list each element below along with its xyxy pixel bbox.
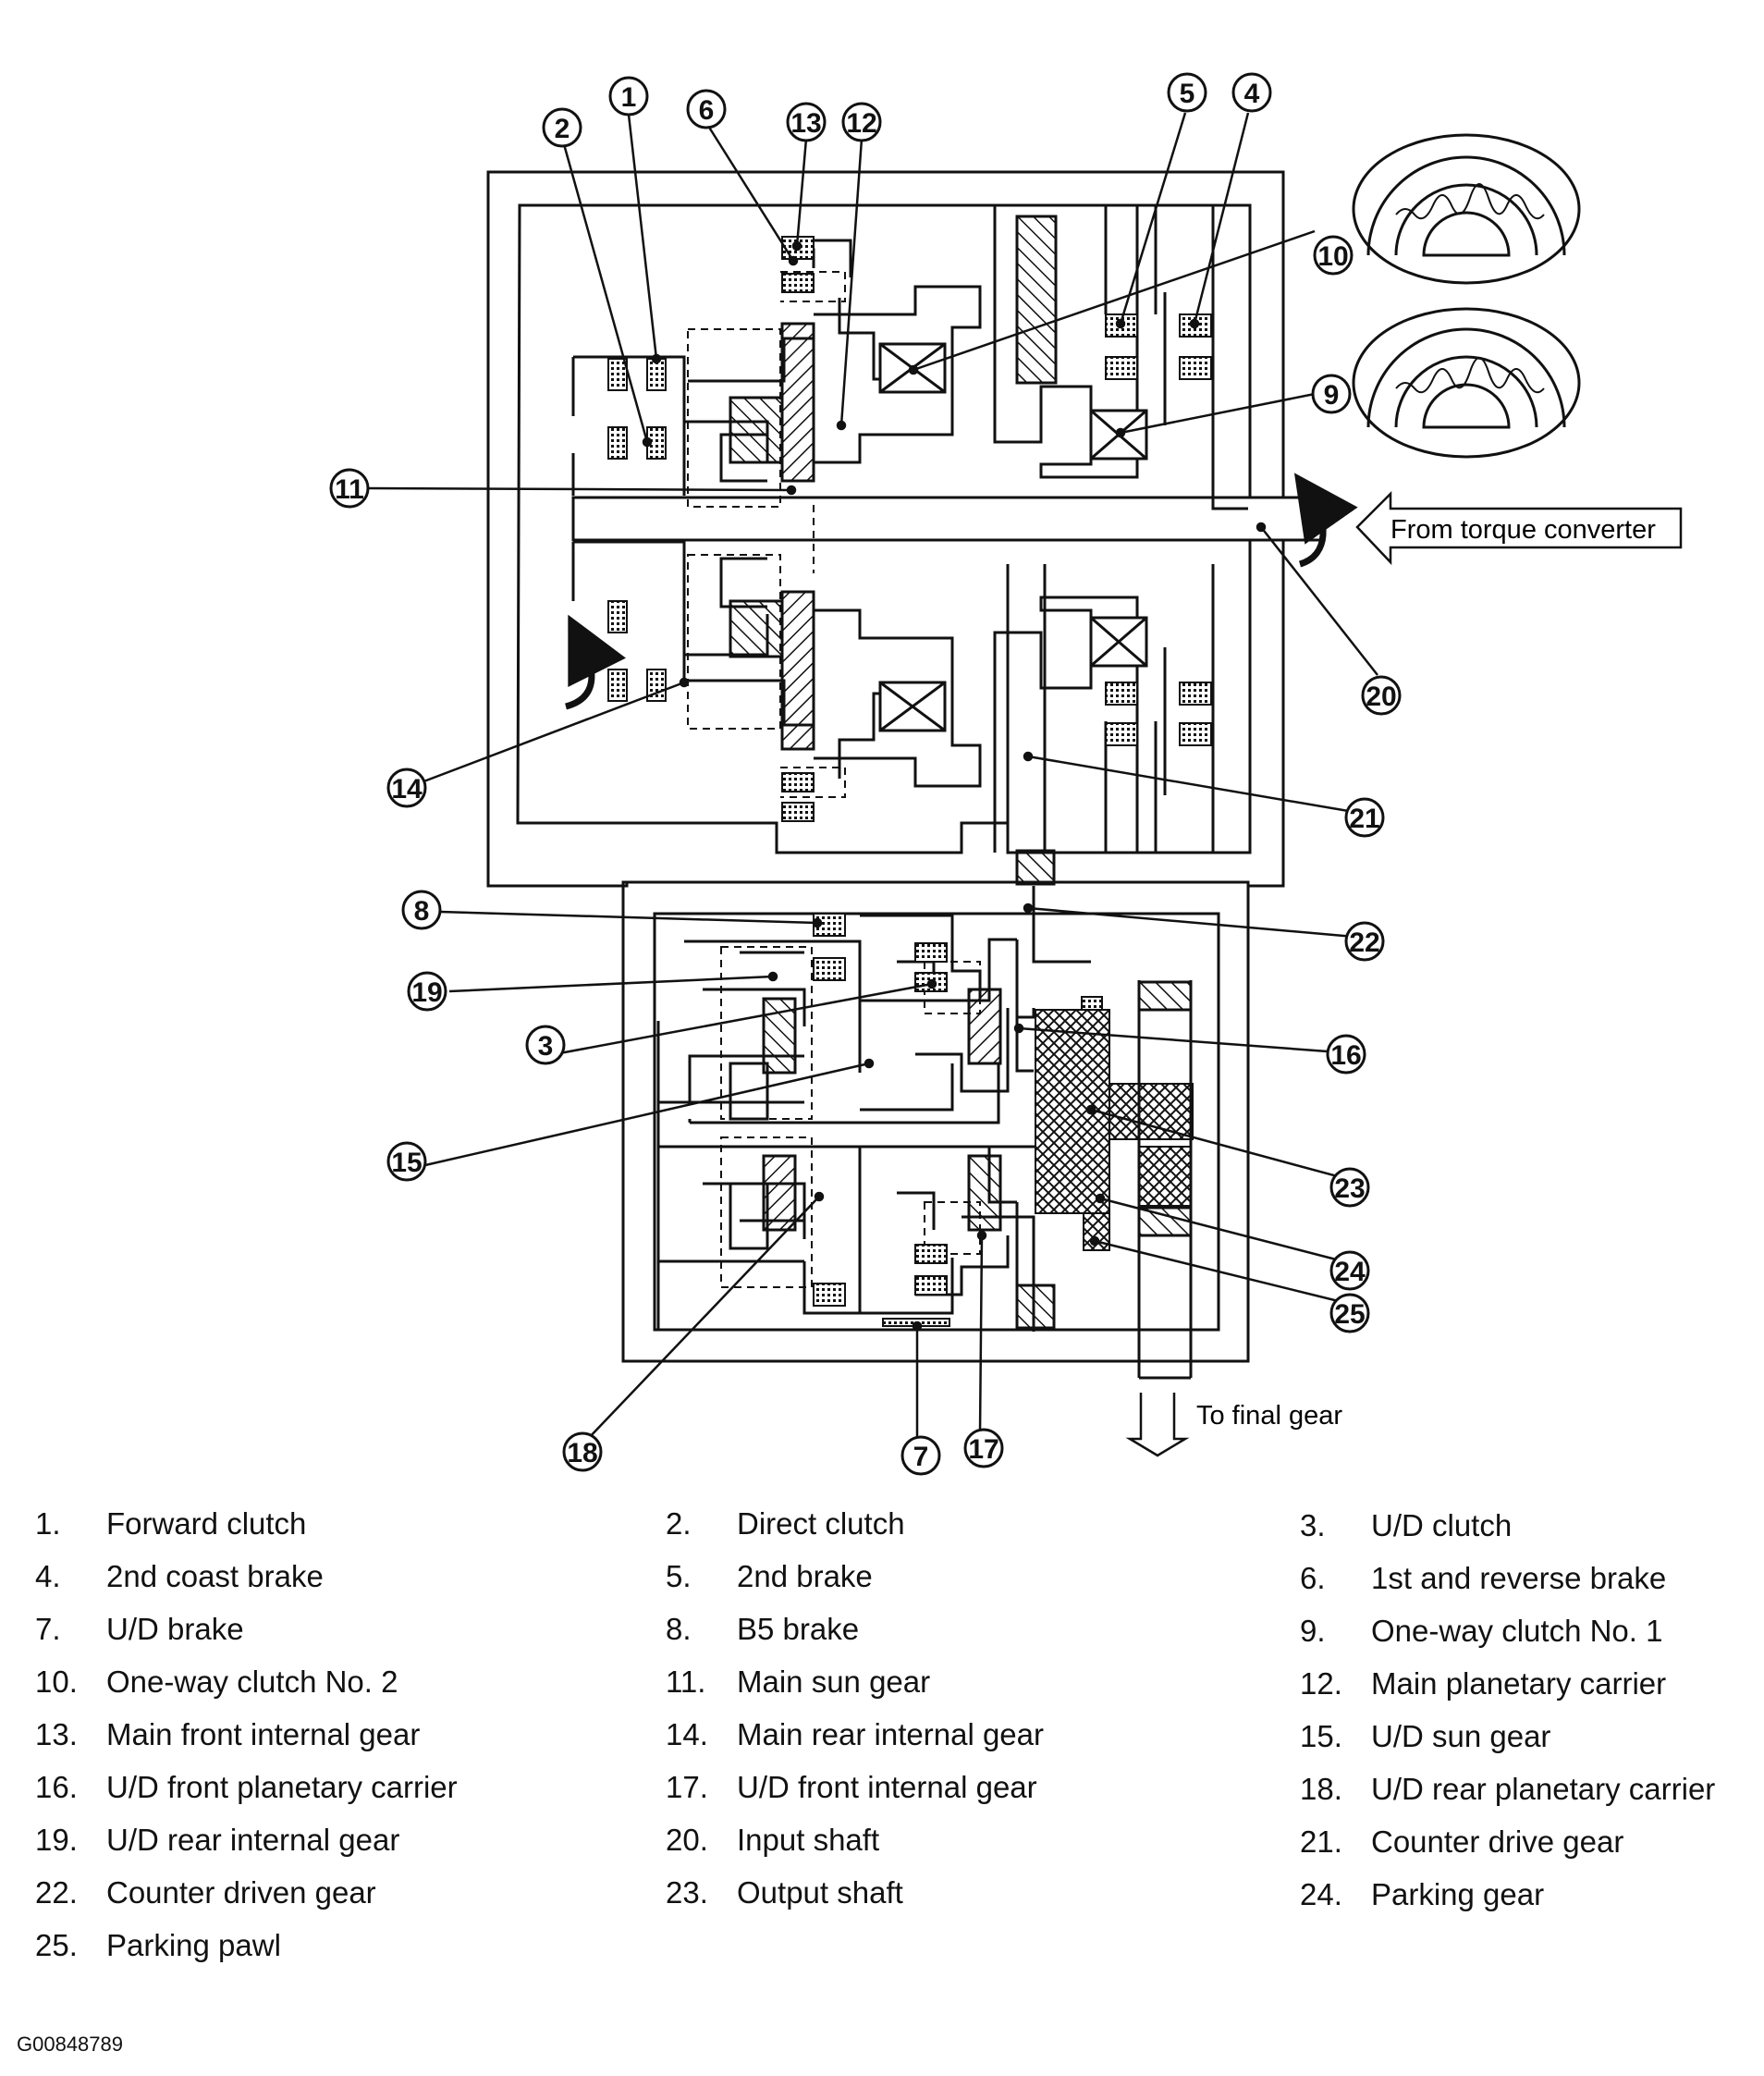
- one-way-clutch-inset-9: [1352, 307, 1581, 459]
- callout-3: 3: [525, 1025, 566, 1065]
- svg-text:14: 14: [391, 774, 423, 805]
- svg-text:20: 20: [1366, 682, 1396, 712]
- second-coast-brake-column: [1211, 205, 1248, 854]
- case-upper-inner: [516, 203, 1252, 854]
- callout-11: 11: [329, 468, 370, 509]
- callout-9: 9: [1311, 374, 1352, 414]
- callout-21: 21: [1344, 797, 1385, 838]
- svg-text:9: 9: [1324, 380, 1340, 411]
- leader-lines: [365, 112, 1378, 1442]
- callout-25: 25: [1329, 1293, 1370, 1333]
- transmission-schematic: From torque converter To final gear: [329, 72, 1683, 1476]
- svg-text:13: 13: [790, 108, 821, 139]
- case-lower-inner: [653, 912, 1220, 1332]
- svg-text:12: 12: [846, 108, 876, 139]
- callout-7: 7: [900, 1435, 941, 1476]
- ud-clutch-box: [860, 914, 982, 1112]
- ud-front-pinion: [967, 988, 1002, 1065]
- final-gear-label: To final gear: [1196, 1401, 1342, 1431]
- callout-14: 14: [386, 768, 427, 808]
- ud-brake-plates: [813, 1283, 846, 1307]
- parking-pawl-body: [1081, 996, 1103, 1011]
- callout-23: 23: [1329, 1167, 1370, 1208]
- svg-text:25: 25: [1334, 1299, 1365, 1330]
- svg-text:23: 23: [1334, 1173, 1365, 1204]
- torque-converter-arrow: [1355, 490, 1683, 566]
- final-gear-arrow: [1125, 1393, 1190, 1457]
- callout-13: 13: [786, 102, 827, 142]
- callout-1: 1: [608, 76, 649, 117]
- svg-text:2: 2: [555, 114, 570, 144]
- svg-text:17: 17: [968, 1434, 998, 1465]
- main-planetary-carrier-frame: [814, 285, 982, 464]
- svg-text:11: 11: [335, 474, 364, 505]
- svg-text:6: 6: [699, 95, 715, 126]
- callout-5: 5: [1167, 72, 1207, 113]
- svg-text:18: 18: [567, 1438, 597, 1468]
- callout-17: 17: [963, 1428, 1004, 1468]
- svg-text:3: 3: [538, 1031, 554, 1062]
- svg-text:7: 7: [913, 1442, 929, 1472]
- callout-24: 24: [1329, 1250, 1370, 1291]
- svg-text:24: 24: [1334, 1257, 1366, 1287]
- callout-16: 16: [1326, 1034, 1366, 1075]
- torque-converter-label: From torque converter: [1390, 515, 1656, 545]
- callout-19: 19: [407, 971, 447, 1012]
- svg-text:5: 5: [1180, 79, 1195, 109]
- drum-rotation-arrow: [564, 614, 626, 710]
- callout-10: 10: [1313, 235, 1354, 276]
- callout-20: 20: [1361, 675, 1402, 716]
- callout-8: 8: [401, 890, 442, 930]
- callout-4: 4: [1231, 72, 1272, 113]
- callout-12: 12: [841, 102, 882, 142]
- svg-text:15: 15: [391, 1148, 422, 1178]
- callout-18: 18: [562, 1431, 603, 1472]
- ud-clutch-plates: [914, 942, 948, 963]
- svg-text:21: 21: [1349, 804, 1379, 834]
- counter-driven-gear: [1015, 849, 1056, 886]
- counter-drive-shaft: [1006, 564, 1047, 853]
- svg-text:8: 8: [414, 896, 430, 927]
- svg-text:4: 4: [1244, 79, 1260, 109]
- callout-circles: 1 2 3 4 5 6 7 8 9 10 11 12 13 14 15 16 1…: [329, 72, 1402, 1476]
- callout-6: 6: [686, 89, 727, 129]
- svg-text:10: 10: [1317, 241, 1348, 272]
- input-rotation-arrow: [1293, 473, 1358, 568]
- svg-text:22: 22: [1349, 927, 1379, 958]
- one-way-clutch-inset-10: [1352, 133, 1581, 285]
- callout-22: 22: [1344, 921, 1385, 962]
- callout-2: 2: [542, 107, 582, 148]
- figure-code: G00848789: [17, 2033, 123, 2056]
- callout-15: 15: [386, 1141, 427, 1182]
- svg-text:19: 19: [411, 977, 442, 1008]
- input-shaft: [571, 496, 1324, 542]
- main-sun-gear-upper: [780, 322, 815, 483]
- svg-text:1: 1: [621, 82, 637, 113]
- svg-text:16: 16: [1330, 1040, 1361, 1071]
